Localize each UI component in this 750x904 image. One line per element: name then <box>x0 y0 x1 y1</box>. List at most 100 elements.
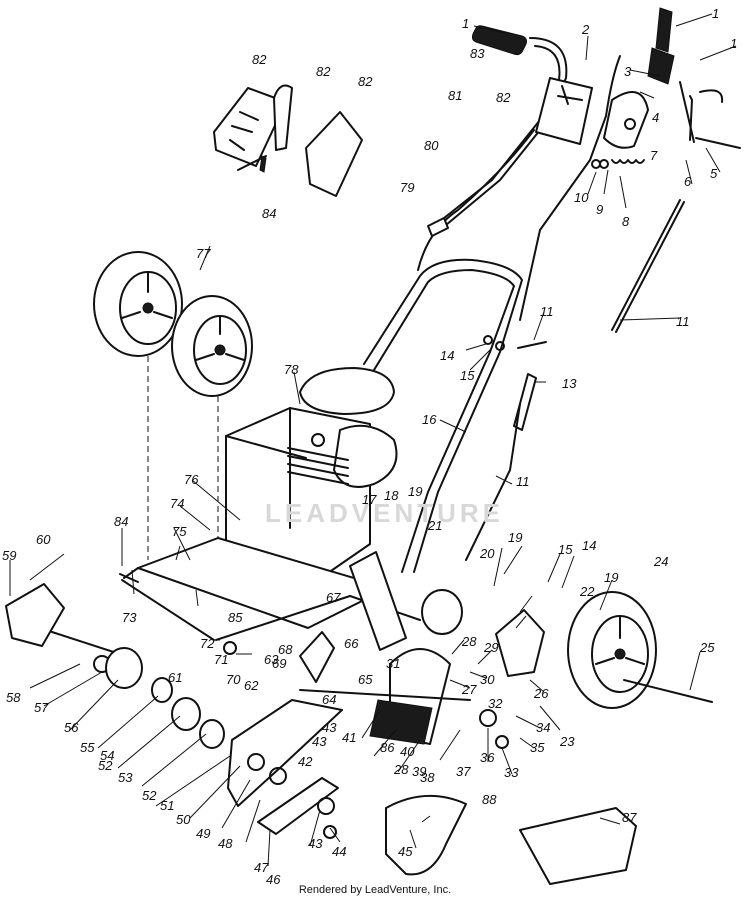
callout: 1 <box>730 36 737 51</box>
callout: 78 <box>284 362 299 377</box>
callout: 51 <box>160 798 174 813</box>
callout: 15 <box>558 542 573 557</box>
callout: 69 <box>272 656 286 671</box>
callout: 34 <box>536 720 550 735</box>
callout: 23 <box>559 734 575 749</box>
callout: 43 <box>322 720 337 735</box>
callout: 40 <box>400 744 415 759</box>
callout: 83 <box>470 46 485 61</box>
callout: 16 <box>422 412 437 427</box>
callout: 36 <box>480 750 495 765</box>
callout: 32 <box>488 696 503 711</box>
callout: 8 <box>622 214 630 229</box>
callout: 30 <box>480 672 495 687</box>
blade-assembly <box>299 648 509 749</box>
callout: 68 <box>278 642 293 657</box>
callout: 82 <box>252 52 267 67</box>
callout: 9 <box>596 202 603 217</box>
callout: 28 <box>461 634 477 649</box>
callout: 4 <box>652 110 659 125</box>
callout: 33 <box>504 765 519 780</box>
callout: 65 <box>358 672 373 687</box>
callout: 41 <box>342 730 356 745</box>
callout: 77 <box>196 246 211 261</box>
callout: 14 <box>440 348 454 363</box>
callout: 11 <box>676 314 690 329</box>
callout: 52 <box>142 788 157 803</box>
blade-guard-and-plate <box>385 795 637 885</box>
callout: 55 <box>80 740 95 755</box>
watermark: LEADVENTURE <box>265 498 505 528</box>
callout: 52 <box>98 758 113 773</box>
callout: 74 <box>170 496 184 511</box>
callout: 15 <box>460 368 475 383</box>
callout: 72 <box>200 636 215 651</box>
callout: 22 <box>579 584 595 599</box>
callout: 54 <box>100 748 114 763</box>
callout: 44 <box>332 844 346 859</box>
callout: 60 <box>36 532 51 547</box>
callout: 82 <box>316 64 331 79</box>
callout: 10 <box>574 190 589 205</box>
callout: 11 <box>516 474 530 489</box>
callout: 80 <box>424 138 439 153</box>
lower-handle-frame <box>363 258 547 573</box>
callout: 88 <box>482 792 497 807</box>
callout: 87 <box>622 810 637 825</box>
callout: 47 <box>254 860 269 875</box>
callout: 11 <box>540 304 554 319</box>
callout: 82 <box>358 74 373 89</box>
leader-lines <box>9 13 737 867</box>
callout: 73 <box>122 610 137 625</box>
callout: 28 <box>393 762 409 777</box>
callout: 14 <box>582 538 596 553</box>
callout: 53 <box>118 770 133 785</box>
callout: 1 <box>462 16 469 31</box>
callout: 46 <box>266 872 281 887</box>
callout: 84 <box>114 514 128 529</box>
callout: 26 <box>533 686 549 701</box>
callout: 18 <box>384 488 399 503</box>
callout: 29 <box>483 640 498 655</box>
callout: 19 <box>408 484 422 499</box>
callout: 48 <box>218 836 233 851</box>
edger-frame <box>119 537 421 655</box>
callout: 64 <box>322 692 336 707</box>
callout: 71 <box>214 652 228 667</box>
callout: 31 <box>386 656 400 671</box>
callout: 62 <box>244 678 259 693</box>
callout: 6 <box>684 174 692 189</box>
callout: 56 <box>64 720 79 735</box>
callout: 17 <box>362 492 377 507</box>
callout: 86 <box>380 740 395 755</box>
callout: 85 <box>228 610 243 625</box>
callout: 7 <box>650 148 658 163</box>
callout: 13 <box>562 376 577 391</box>
callout: 79 <box>400 180 414 195</box>
callout: 63 <box>264 652 279 667</box>
callout: 84 <box>262 206 276 221</box>
callout: 50 <box>176 812 191 827</box>
callout: 61 <box>168 670 182 685</box>
callout: 20 <box>479 546 495 561</box>
handle-assembly <box>417 7 741 333</box>
callout-numbers: 1 1 1 2 3 4 5 6 7 8 9 10 11 11 11 12 13 … <box>2 6 737 887</box>
callout: 49 <box>196 826 210 841</box>
callout: 75 <box>172 524 187 539</box>
callout: 39 <box>412 764 426 779</box>
callout: 37 <box>456 764 471 779</box>
callout: 21 <box>427 518 442 533</box>
wheel-pair-76 <box>93 251 253 560</box>
callout: 19 <box>604 570 618 585</box>
callout: 35 <box>530 740 545 755</box>
callout: 2 <box>581 22 590 37</box>
callout: 42 <box>298 754 313 769</box>
callout: 59 <box>2 548 16 563</box>
callout: 66 <box>344 636 359 651</box>
callout: 67 <box>326 590 341 605</box>
callout: 25 <box>699 640 715 655</box>
callout: 38 <box>420 770 435 785</box>
footer-credit: Rendered by LeadVenture, Inc. <box>298 884 452 896</box>
callout: 5 <box>710 166 718 181</box>
